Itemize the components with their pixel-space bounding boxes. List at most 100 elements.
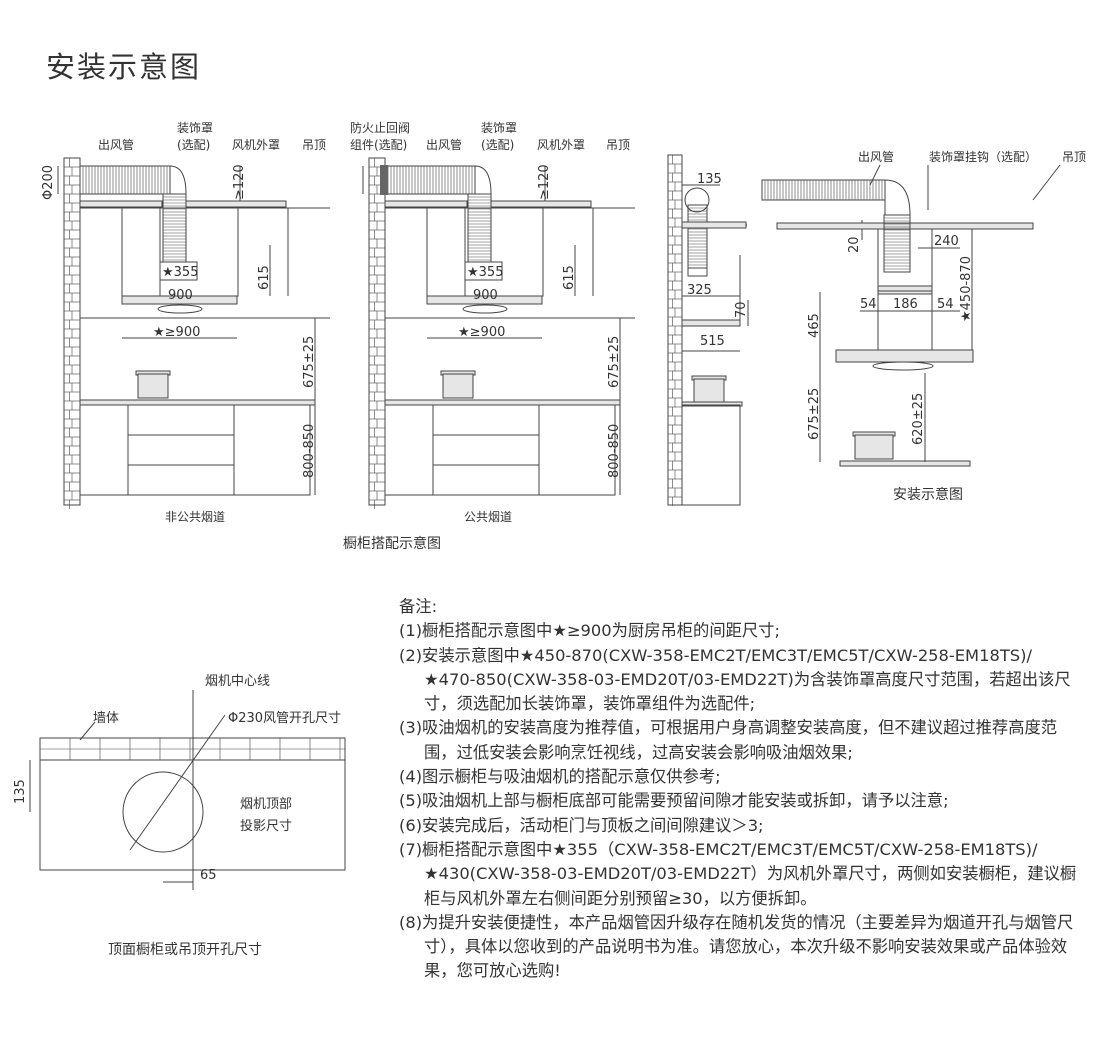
- pot-icon: [137, 373, 169, 399]
- wall-label: 墙体: [93, 711, 119, 726]
- duct-elbow: [467, 165, 492, 195]
- hole-size-diagram: 烟机中心线 墙体 Φ230风管开孔尺寸 烟机顶部 投影尺寸 135 65 顶面橱…: [13, 674, 346, 958]
- dim-135: 135: [697, 172, 722, 187]
- dim-186: 186: [893, 297, 918, 312]
- nonpublic-labels: 出风管 装饰罩 (选配) 风机外罩 吊顶 Φ200 ≥120 ★355 900 …: [41, 121, 326, 524]
- countertop: [79, 399, 316, 406]
- dim-135: 135: [13, 779, 28, 804]
- fan-cover: [877, 285, 933, 295]
- drawer: [432, 464, 540, 496]
- nonpublic-caption: 非公共烟道: [165, 510, 225, 524]
- leader-line: [1032, 164, 1061, 201]
- hood-body: [681, 319, 741, 327]
- hood-light: [872, 361, 934, 371]
- dim-54-right: 54: [937, 297, 954, 312]
- height-800-dim: 800-850: [607, 424, 622, 478]
- hook-label: 装饰罩挂钩（选配）: [929, 150, 1037, 164]
- notes-section: 备注: (1)橱柜搭配示意图中★≥900为厨房吊柜的间距尺寸; (2)安装示意图…: [399, 595, 1079, 984]
- height-615-dim: 615: [257, 265, 272, 290]
- note-item: (6)安装完成后，活动柜门与顶板之间间隙建议＞3;: [399, 815, 764, 835]
- brick-wall: [368, 157, 386, 506]
- gap-dim: ≥120: [232, 164, 247, 200]
- note-item: (4)图示橱柜与吸油烟机的搭配示意仅供参考;: [399, 767, 721, 787]
- height-675-dim: 675±25: [607, 336, 622, 388]
- ceiling-band: [384, 200, 468, 208]
- duct-diameter-dim: Φ200: [41, 165, 56, 200]
- public-caption: 公共烟道: [464, 510, 512, 524]
- lower-cabinet: [384, 404, 616, 496]
- leader-line: [869, 164, 881, 186]
- hole-caption: 顶面橱柜或吊顶开孔尺寸: [108, 942, 262, 958]
- fan-width-dim: ★355: [467, 265, 503, 280]
- height-800-dim: 800-850: [302, 424, 317, 478]
- dim-range: ★450-870: [959, 256, 974, 322]
- duct: [687, 204, 708, 269]
- height-615-dim: 615: [562, 265, 577, 290]
- dim-65: 65: [200, 868, 217, 883]
- duct-section: [684, 187, 710, 213]
- drawer: [127, 434, 235, 466]
- ceiling-band: [490, 200, 592, 208]
- leader-line: [79, 721, 96, 741]
- dim-620: 620±25: [911, 393, 926, 445]
- dim-20: 20: [847, 236, 862, 253]
- hole-label: Φ230风管开孔尺寸: [228, 711, 341, 726]
- note-item: (1)橱柜搭配示意图中★≥900为厨房吊柜的间距尺寸;: [399, 621, 780, 641]
- duct-elbow: [884, 179, 911, 216]
- note-item: (7)橱柜搭配示意图中★355（CXW-358-EMC2T/EMC3T/EMC5…: [399, 839, 1077, 908]
- cover-label: 装饰罩: [481, 121, 517, 135]
- note-item: (3)吸油烟机的安装高度为推荐值，可根据用户身高调整安装高度，但不建议超过推荐高…: [399, 718, 1058, 762]
- duct-label: 出风管: [858, 149, 894, 164]
- countertop: [384, 399, 621, 406]
- dim-325: 325: [687, 283, 712, 298]
- projection-label-2: 投影尺寸: [240, 818, 292, 834]
- dim-240: 240: [934, 234, 959, 249]
- ceiling-band: [79, 200, 163, 208]
- dim-515: 515: [700, 334, 725, 349]
- countertop: [839, 460, 971, 467]
- fan-cover: [687, 267, 708, 277]
- duct-elbow: [162, 165, 187, 195]
- damper-label-1: 防火止回阀: [350, 120, 410, 135]
- dim-54-left: 54: [860, 297, 877, 312]
- drawer: [432, 404, 540, 436]
- fan-cover-label: 风机外罩: [232, 138, 280, 152]
- ceiling-label: 吊顶: [1062, 150, 1086, 164]
- ceiling-label: 吊顶: [302, 138, 326, 152]
- cover-optional-label: (选配): [481, 138, 514, 152]
- hood-light: [462, 304, 508, 314]
- drawer: [127, 404, 235, 436]
- dim-70: 70: [734, 301, 749, 318]
- side-view-diagram: 135 325 70 515: [667, 154, 749, 506]
- notes-heading: 备注:: [399, 597, 438, 616]
- drawer: [127, 464, 235, 496]
- ceiling-label: 吊顶: [606, 138, 630, 152]
- ceiling-band: [185, 200, 287, 208]
- duct-label: 出风管: [426, 137, 462, 152]
- note-item: (5)吸油烟机上部与橱柜底部可能需要预留间隙才能安装或拆卸，请予以注意;: [399, 791, 949, 811]
- ceiling-plate: [776, 222, 1034, 230]
- pot-icon: [693, 378, 725, 404]
- duct-hole: [122, 771, 204, 853]
- gap-dim: ≥120: [537, 164, 552, 200]
- dim-465: 465: [807, 313, 822, 338]
- cabinet-caption: 橱柜搭配示意图: [343, 535, 441, 552]
- damper-label-2: 组件(选配): [350, 138, 407, 152]
- dim-675: 675±25: [807, 388, 822, 440]
- brick-wall: [667, 154, 683, 506]
- pot-icon: [854, 434, 894, 460]
- height-675-dim: 675±25: [302, 336, 317, 388]
- duct: [467, 193, 492, 263]
- note-item: (8)为提升安装便捷性，本产品烟管因升级存在随机发货的情况（主要差异为烟道开孔与…: [399, 912, 1074, 981]
- cabinet-gap-dim: ★≥900: [458, 325, 505, 340]
- hood-light: [157, 304, 203, 314]
- fan-width-dim: ★355: [162, 265, 198, 280]
- cover-optional-label: (选配): [177, 138, 210, 152]
- wall-band: [39, 737, 346, 761]
- duct-label: 出风管: [98, 137, 134, 152]
- fan-cover-label: 风机外罩: [537, 138, 585, 152]
- install-view-diagram: 出风管 装饰罩挂钩（选配） 吊顶 20 240 54 186 54 ★450-8…: [761, 149, 1086, 503]
- note-item: (2)安装示意图中★450-870(CXW-358-EMC2T/EMC3T/EM…: [399, 645, 1071, 714]
